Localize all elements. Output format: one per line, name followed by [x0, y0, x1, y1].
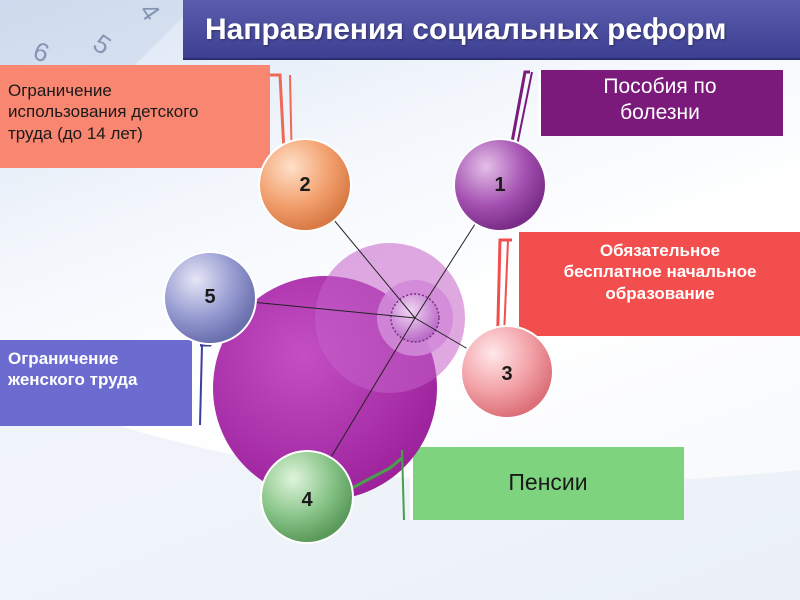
label-line: использования детского: [8, 102, 199, 122]
node-number-5: 5: [204, 286, 216, 308]
node-number-1: 1: [494, 174, 506, 196]
label-pensions: Пенсии: [415, 468, 681, 497]
label-box-education: [516, 232, 800, 336]
label-sick-benefits: Пособия по болезни: [545, 74, 775, 127]
node-1: [453, 138, 547, 232]
node-4: [260, 450, 354, 544]
label-child-labor: Ограничение использования детского труда…: [8, 80, 270, 144]
label-line: бесплатное начальное: [563, 262, 757, 282]
node-number-4: 4: [301, 489, 313, 511]
label-box-pensions: [410, 447, 684, 520]
label-line: Пенсии: [508, 469, 588, 495]
callout-line-2: [270, 73, 287, 171]
node-number-3: 3: [501, 363, 513, 385]
label-line: Ограничение: [8, 349, 119, 368]
callout-line-5: [199, 344, 203, 426]
label-line: труда (до 14 лет): [8, 123, 143, 143]
label-line: женского труда: [8, 370, 138, 390]
label-line: образование: [605, 283, 715, 303]
label-line: Ограничение: [8, 81, 112, 100]
label-line: Пособия по: [603, 75, 717, 98]
label-line: болезни: [620, 101, 700, 125]
node-5: [163, 251, 257, 345]
title-bar: [183, 0, 800, 60]
label-box-sick-benefits: [538, 70, 783, 136]
callout-line-4: [401, 449, 405, 521]
page-title: Направления социальных реформ: [205, 13, 727, 46]
label-box-women-labor: [0, 340, 192, 426]
node-3: [460, 325, 554, 419]
label-box-child-labor: [0, 65, 270, 168]
node-2: [258, 138, 352, 232]
callout-line-4: [334, 456, 403, 499]
label-education: Обязательное бесплатное начальное образо…: [525, 240, 795, 304]
label-line: Обязательное: [599, 241, 721, 260]
label-women-labor: Ограничение женского труда: [8, 348, 188, 391]
node-number-2: 2: [299, 174, 311, 196]
